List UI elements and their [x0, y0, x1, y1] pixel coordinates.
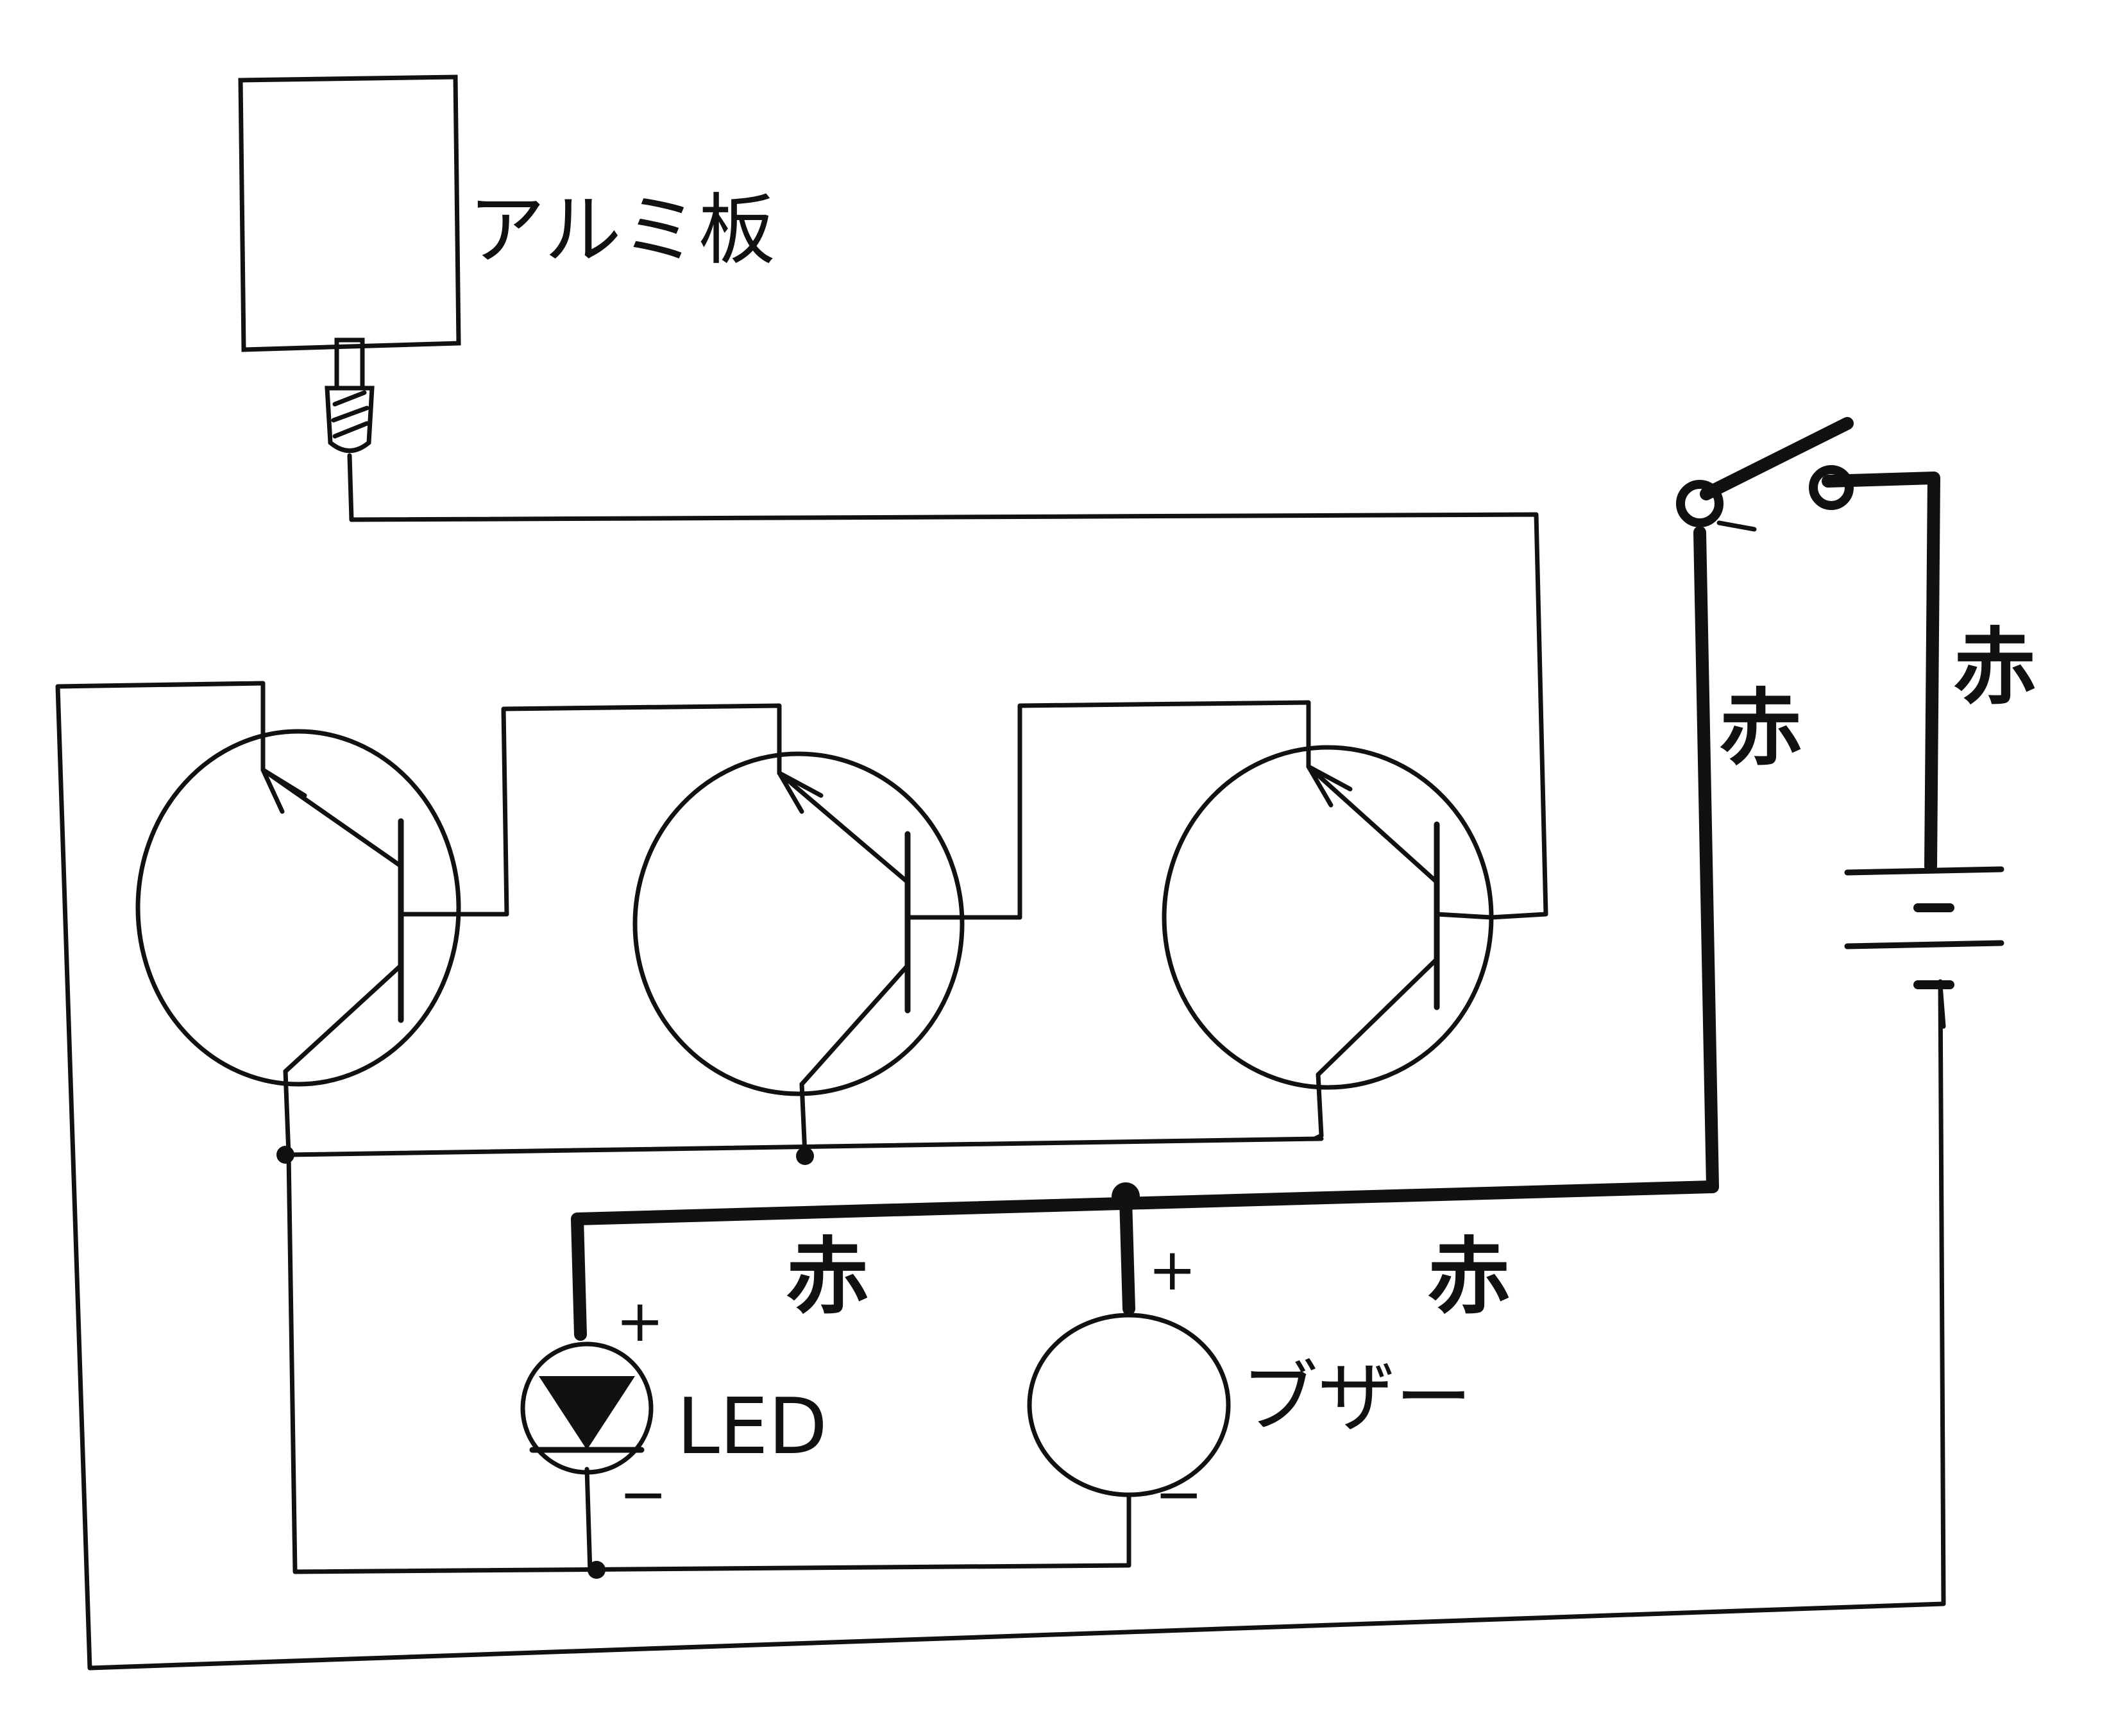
buzzer-plus: +	[1148, 1236, 1196, 1304]
switch[interactable]	[1676, 417, 1854, 532]
emitter-bus	[286, 1136, 1324, 1157]
red-wire-main	[571, 526, 1719, 1341]
led-minus: −	[619, 1461, 667, 1528]
red-label-battery: 赤	[1953, 618, 2037, 716]
buzzer-label: ブザー	[1241, 1354, 1472, 1443]
red-wire-buzzer	[1119, 1193, 1135, 1315]
battery	[1844, 866, 2004, 1029]
red-wire-battery	[1822, 472, 1940, 872]
plate-wire	[349, 512, 1548, 920]
emitter-down	[286, 1152, 1131, 1574]
led-label: LED	[677, 1383, 827, 1472]
red-label-buzzer: 赤	[1427, 1228, 1511, 1325]
aluminum-plate	[238, 74, 461, 522]
led-plus: +	[616, 1288, 664, 1355]
t1-t2-link	[459, 703, 782, 917]
transistor-3	[1162, 745, 1494, 1141]
aluminum-plate-label: アルミ板	[468, 186, 775, 275]
led	[520, 1341, 654, 1574]
red-label-switch: 赤	[1719, 679, 1802, 777]
buzzer-minus: −	[1155, 1461, 1203, 1528]
transistor-1	[135, 729, 464, 1157]
red-label-led: 赤	[786, 1228, 869, 1325]
t2-t3-link	[966, 700, 1311, 920]
buzzer	[1027, 1313, 1231, 1497]
t1-base-loop	[55, 681, 1946, 1671]
transistor-2	[632, 751, 971, 1157]
